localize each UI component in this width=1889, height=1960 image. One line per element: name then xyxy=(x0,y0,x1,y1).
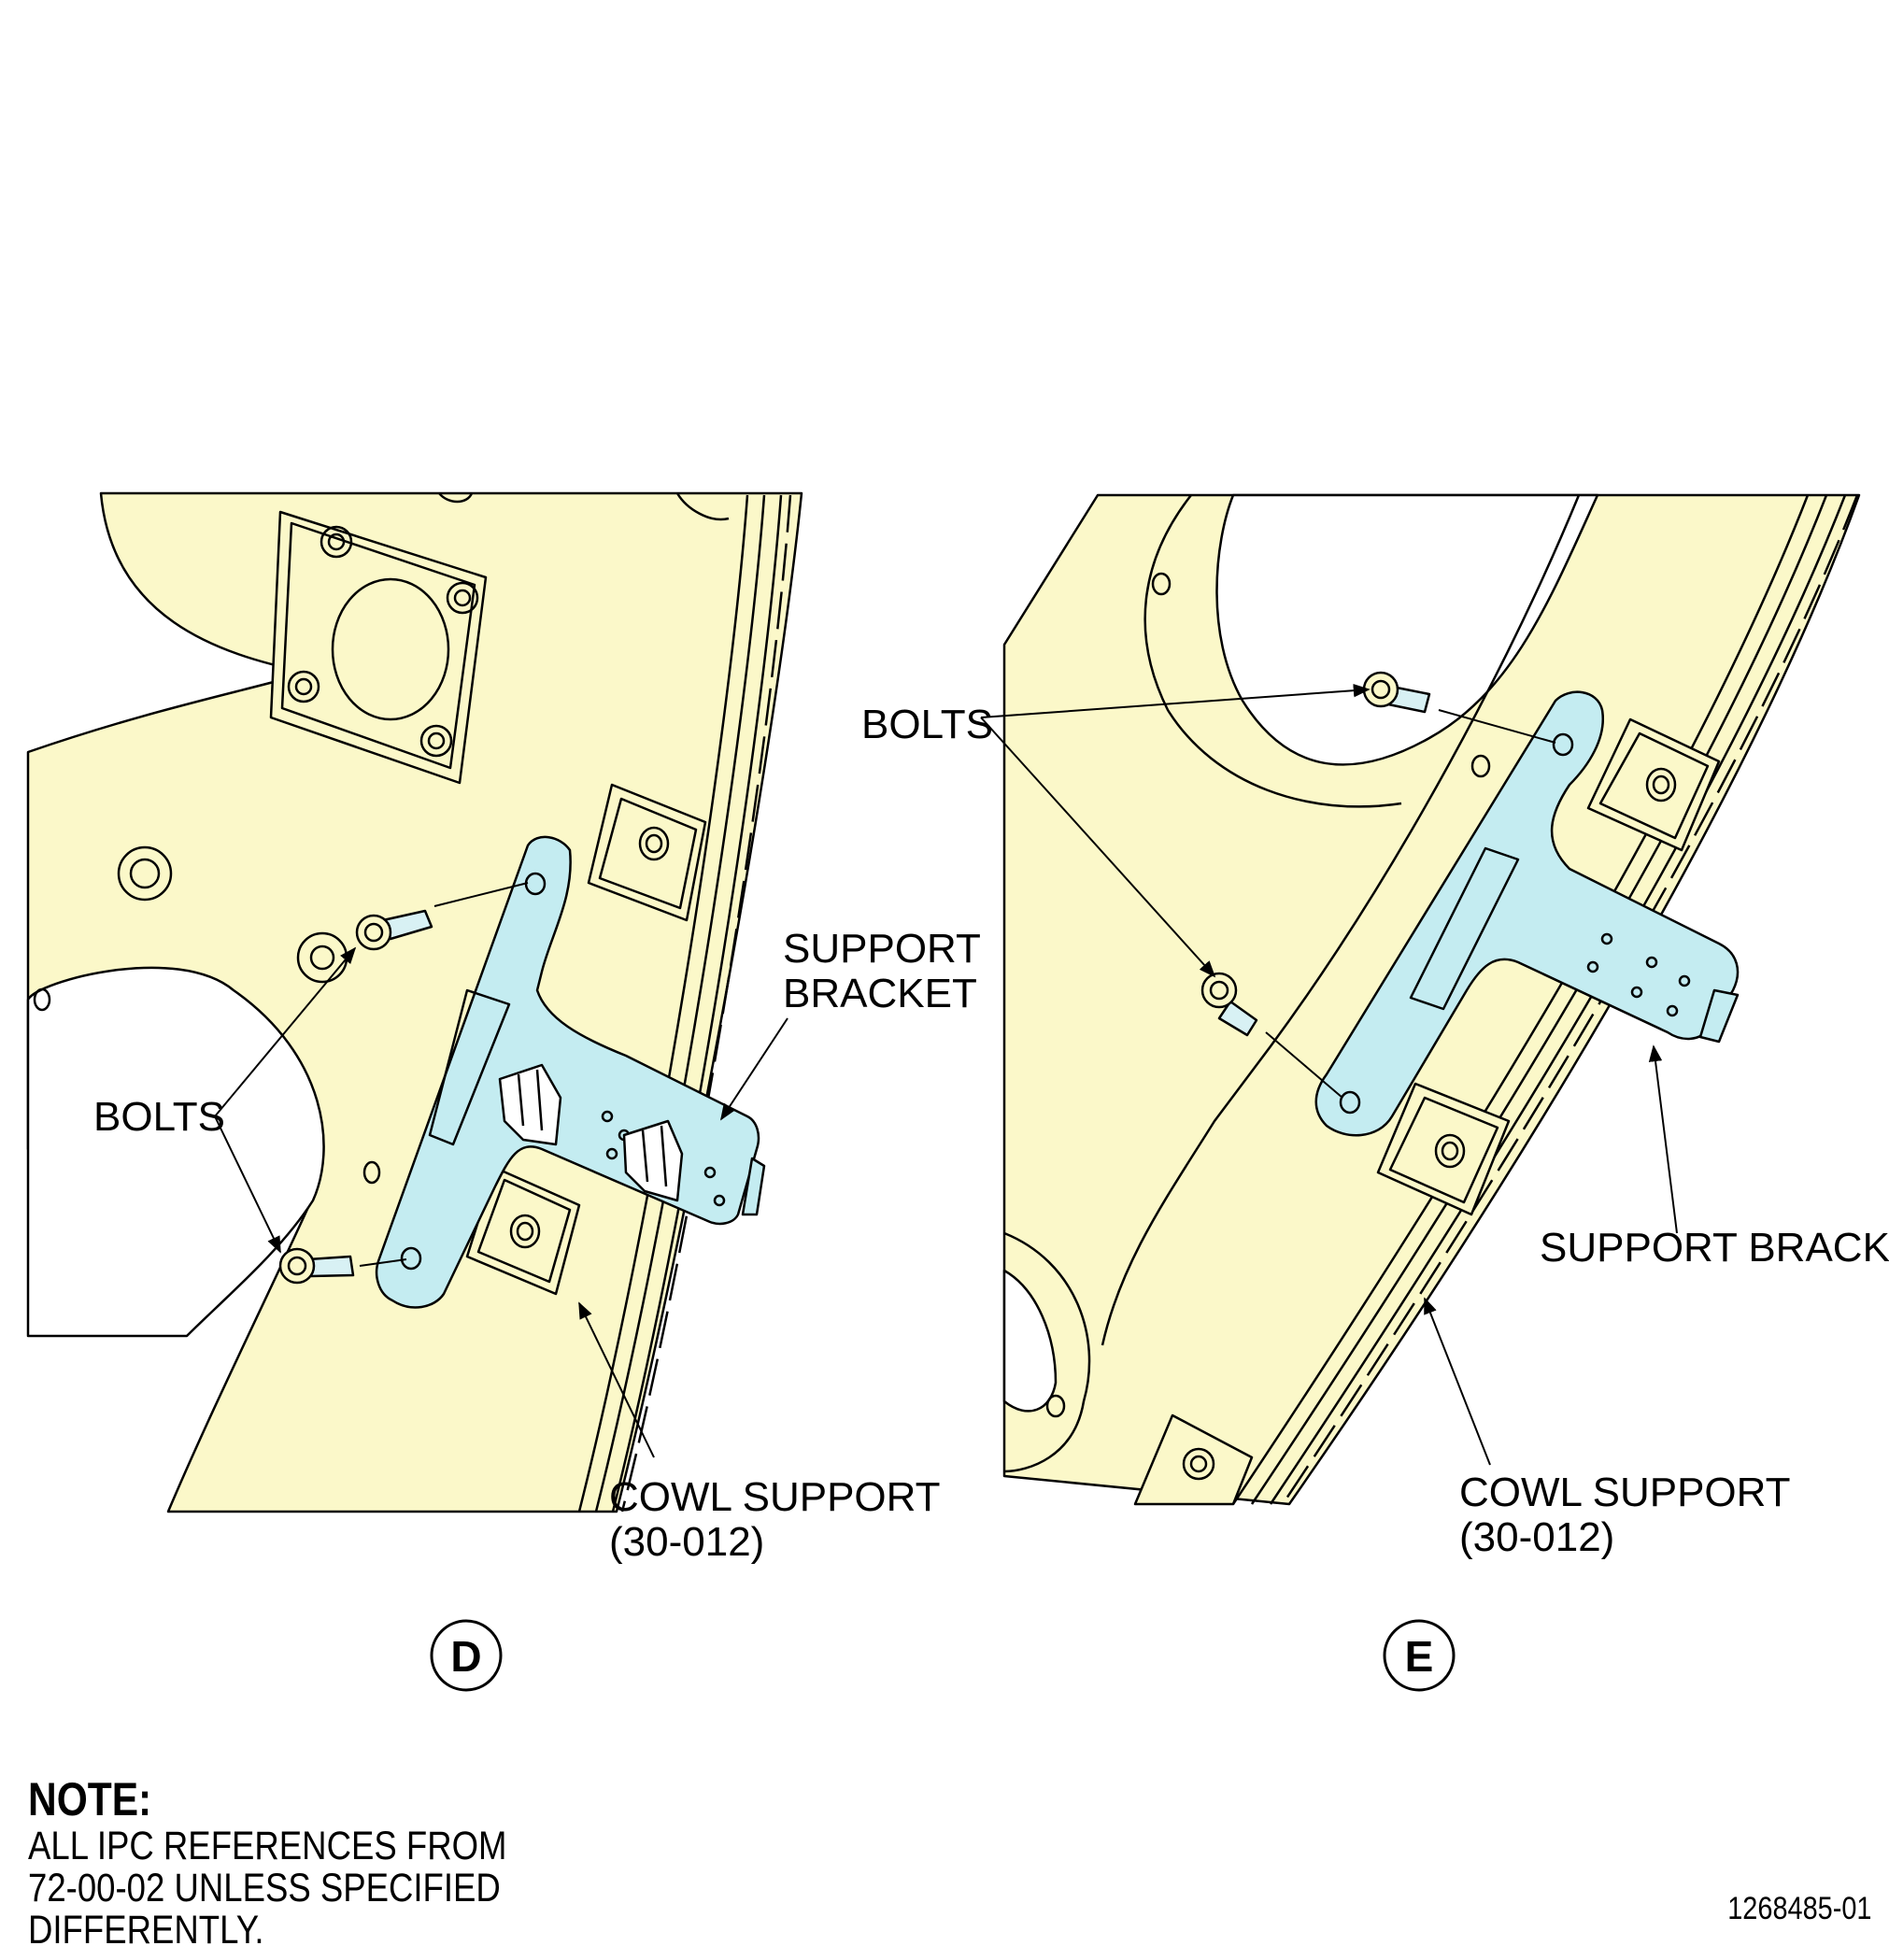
view-letter-e: E xyxy=(1405,1632,1434,1681)
labels-d: SUPPORT BRACKET BOLTS COWL SUPPORT (30-0… xyxy=(93,926,981,1565)
view-letter-d: D xyxy=(450,1632,481,1681)
note-line-1: ALL IPC REFERENCES FROM xyxy=(28,1824,507,1868)
bolt-d-lower xyxy=(278,1247,407,1285)
cowl-support-label-e-line2: (30-012) xyxy=(1459,1514,1614,1560)
view-e xyxy=(980,493,1861,1506)
view-id-d: D xyxy=(430,1619,503,1692)
support-bracket-e xyxy=(1314,690,1740,1137)
figure-number: 1268485-01 xyxy=(1727,1891,1872,1926)
mounting-pad-d-upper xyxy=(587,783,707,922)
support-bracket-label-d-line1: SUPPORT xyxy=(783,926,981,972)
note-block: NOTE: ALL IPC REFERENCES FROM 72-00-02 U… xyxy=(28,1773,682,1952)
labels-e: BOLTS SUPPORT BRACKET COWL SUPPORT (30-0… xyxy=(861,702,1889,1560)
bolts-label-d: BOLTS xyxy=(93,1094,225,1140)
note-line-3: DIFFERENTLY. xyxy=(28,1908,264,1953)
mounting-pad-e-upper xyxy=(1586,717,1721,852)
support-bracket-label-d-line2: BRACKET xyxy=(783,971,977,1016)
mounting-pad-e-bottom xyxy=(1133,1413,1254,1506)
mounting-pad-e-lower xyxy=(1376,1082,1511,1216)
bolts-label-e: BOLTS xyxy=(861,702,993,747)
support-bracket-d xyxy=(375,835,766,1309)
view-d xyxy=(26,491,803,1513)
boss-d2 xyxy=(296,931,348,984)
cutout-d xyxy=(26,966,325,1338)
cowl-support-label-e-line1: COWL SUPPORT xyxy=(1459,1470,1791,1515)
square-access-plate xyxy=(269,510,488,785)
boss-d1 xyxy=(117,845,173,902)
bolt-e-lower xyxy=(1200,972,1343,1099)
cowl-support-label-d-line2: (30-012) xyxy=(609,1519,764,1565)
bolt-d-upper xyxy=(355,882,529,951)
view-id-e: E xyxy=(1383,1619,1456,1692)
note-line-2: 72-00-02 UNLESS SPECIFIED xyxy=(28,1866,501,1910)
leaders-e xyxy=(980,683,1678,1466)
note-title: NOTE: xyxy=(28,1773,152,1825)
cutout-e-lower xyxy=(1002,1269,1058,1413)
bolt-e-upper xyxy=(1362,671,1556,744)
cowl-support-label-d-line1: COWL SUPPORT xyxy=(609,1474,941,1520)
support-bracket-label-e: SUPPORT BRACKET xyxy=(1540,1225,1889,1271)
cutout-e-upper xyxy=(1215,493,1599,766)
leaders-d xyxy=(214,946,788,1458)
